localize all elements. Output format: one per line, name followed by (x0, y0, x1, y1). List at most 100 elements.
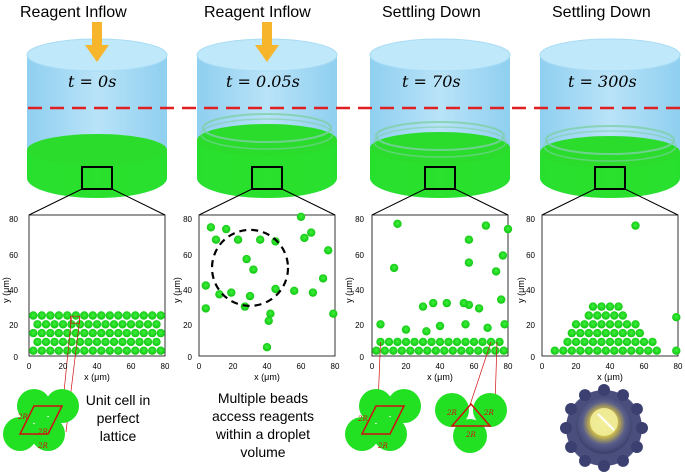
bead-point (410, 337, 419, 347)
bead-point (440, 346, 449, 355)
bead-point (97, 346, 106, 355)
time-label-4: t = 300s (568, 72, 637, 91)
bead-point (644, 346, 653, 355)
plot2-ylabel: y (μm) (172, 277, 182, 303)
ripple-ring (373, 126, 507, 158)
cylinder-3 (369, 38, 511, 216)
plot3-ytick-0: 0 (360, 353, 365, 362)
ripple-ring (202, 113, 332, 143)
bead-point (563, 337, 572, 347)
bead-point (376, 320, 385, 329)
bead-point (245, 291, 255, 301)
bead-point (498, 251, 508, 260)
bead-point (139, 346, 148, 355)
bead-point (109, 337, 119, 347)
bead-point (571, 320, 581, 329)
bead-point (652, 346, 661, 355)
plot1-ytick-0: 0 (14, 353, 19, 362)
bead-point (211, 235, 221, 244)
bead-point (605, 302, 615, 311)
bead-point (631, 221, 640, 230)
bead-point (448, 346, 457, 355)
bead-point (215, 290, 224, 299)
bead-point (118, 337, 127, 347)
bead-point (618, 328, 627, 338)
plot1-xtick-20: 20 (59, 362, 68, 371)
bead-point (614, 337, 623, 347)
bead-point (75, 320, 85, 329)
bead-point (376, 337, 385, 347)
unit-cell-parallelogram (360, 405, 406, 435)
device-tooth (617, 389, 629, 402)
time-label-2: t = 0.05s (226, 72, 300, 91)
bead-point (92, 320, 102, 329)
device-tooth (579, 389, 591, 402)
two-r-label: 2R (357, 415, 368, 423)
bead-point (618, 346, 627, 355)
bead-point (601, 311, 610, 320)
device-highlight (597, 413, 615, 431)
bead-point (593, 346, 602, 355)
bead-point (427, 337, 436, 347)
bead-point (457, 346, 466, 355)
bead-point (464, 235, 474, 244)
plot3-ylabel: y (μm) (344, 277, 354, 303)
device-tooth (630, 441, 643, 453)
zoom-line (198, 188, 253, 216)
plot2-ytick-40: 40 (183, 286, 192, 295)
bead-point (307, 228, 316, 237)
bead-point (584, 311, 593, 320)
plot4-ytick-60: 60 (526, 251, 535, 260)
bead-point (406, 346, 415, 355)
bead-point (380, 346, 389, 355)
bead-point (148, 328, 157, 338)
zoom-line (454, 188, 509, 216)
lattice-highlight (70, 315, 80, 324)
unit-cell-triangle (450, 402, 492, 427)
lattice-bead (453, 419, 487, 453)
bead-point (114, 311, 123, 320)
bead-point (318, 274, 328, 283)
plot1-xlabel: x (μm) (84, 372, 110, 382)
bead-point (622, 337, 632, 347)
plot2-ytick-60: 60 (183, 251, 192, 260)
bead-point (601, 328, 610, 338)
down-arrow-icon (255, 22, 279, 62)
bead-point (29, 311, 38, 320)
bead-point (478, 337, 487, 347)
plot4-xlabel: x (μm) (597, 372, 623, 382)
bead-point (135, 320, 144, 329)
bead-point (627, 346, 636, 355)
caption-unit-cell-line1: Unit cell in (86, 392, 151, 408)
plot4-xtick-60: 60 (640, 362, 649, 371)
caption-multiple-beads-line1: Multiple beads (218, 390, 308, 406)
bead-point (461, 320, 470, 329)
device-tooth (598, 460, 610, 472)
bead-point (80, 346, 89, 355)
bead-point (486, 337, 496, 347)
bead-point (29, 328, 38, 338)
plot-frame (371, 214, 509, 357)
bead-point (156, 346, 165, 355)
bead-point (495, 337, 504, 347)
bead-point (584, 328, 593, 338)
bead-point (576, 346, 585, 355)
bead-point (271, 284, 280, 294)
bead-point (41, 320, 51, 329)
plot3-ytick-20: 20 (355, 321, 364, 330)
bead-point (550, 346, 559, 355)
bead-point (101, 337, 110, 347)
bead-point (576, 328, 585, 338)
cylinder-4 (539, 38, 681, 216)
bead-point (201, 281, 210, 290)
plot4-ytick-80: 80 (526, 215, 535, 224)
plot1-xtick-60: 60 (127, 362, 136, 371)
time-label-1: t = 0s (68, 72, 116, 91)
bead-point (474, 346, 483, 355)
bead-point (84, 337, 93, 347)
device-photo-icon (560, 384, 648, 472)
bead-point (461, 337, 470, 347)
bead-point (122, 346, 131, 355)
ripple-ring (543, 130, 677, 162)
cylinder-top (369, 38, 511, 72)
